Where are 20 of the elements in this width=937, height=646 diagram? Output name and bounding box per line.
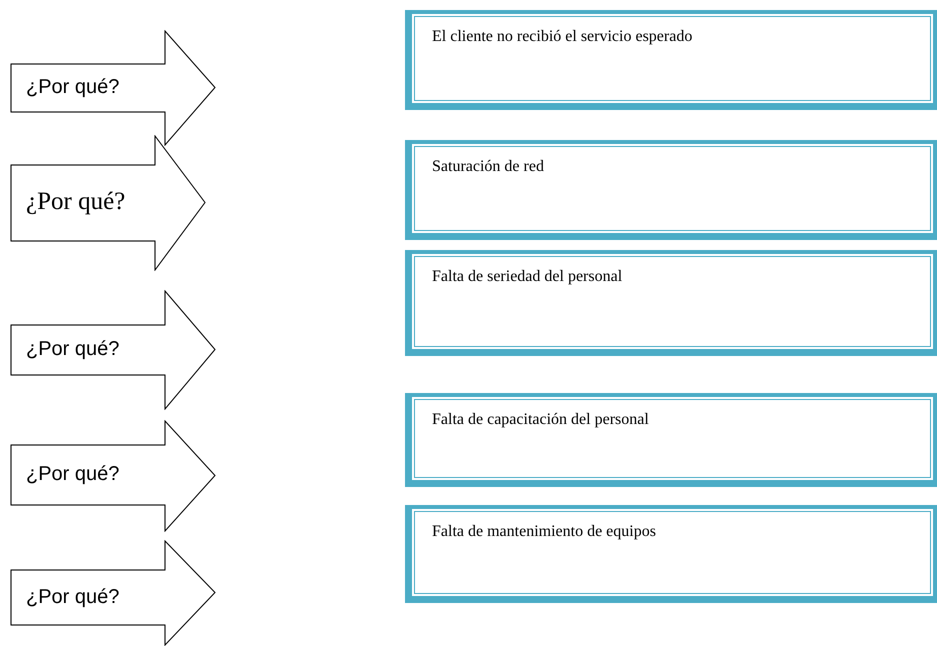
arrow-shape: [10, 290, 216, 410]
arrow-label: ¿Por qué?: [26, 76, 120, 99]
cause-box: [405, 393, 937, 487]
cause-box: [405, 505, 937, 603]
cause-text: El cliente no recibió el servicio esperado: [432, 28, 694, 46]
arrow-label: ¿Por qué?: [26, 188, 126, 216]
arrow-label: ¿Por qué?: [26, 463, 120, 486]
cause-text: Falta de mantenimiento de equipos: [432, 523, 657, 541]
arrow-shape: [10, 420, 216, 532]
arrow-shape: [10, 135, 206, 271]
cause-box: [405, 250, 937, 356]
arrow-label: ¿Por qué?: [26, 338, 120, 361]
cause-text: Falta de seriedad del personal: [432, 268, 624, 286]
cause-text: Saturación de red: [432, 158, 545, 176]
arrow-shape: [10, 30, 216, 146]
cause-box: [405, 140, 937, 240]
arrow-label: ¿Por qué?: [26, 586, 120, 608]
cause-text: Falta de capacitación del personal: [432, 411, 650, 429]
cause-box: [405, 10, 937, 110]
arrow-shape: [10, 540, 216, 646]
